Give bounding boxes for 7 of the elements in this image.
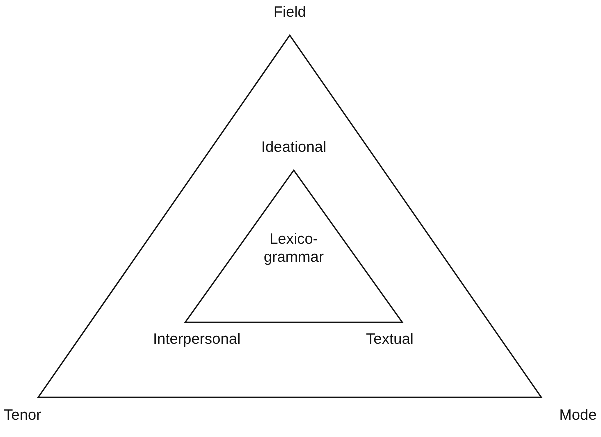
- center-label: Lexico-grammar: [262, 231, 325, 268]
- vertex-label: Mode: [559, 407, 597, 425]
- vertex-label: Ideational: [261, 139, 327, 157]
- vertex-label: Field: [274, 4, 306, 22]
- vertex-label: Textual: [366, 331, 414, 349]
- vertex-label: Interpersonal: [153, 331, 241, 349]
- vertex-label: Tenor: [4, 407, 42, 425]
